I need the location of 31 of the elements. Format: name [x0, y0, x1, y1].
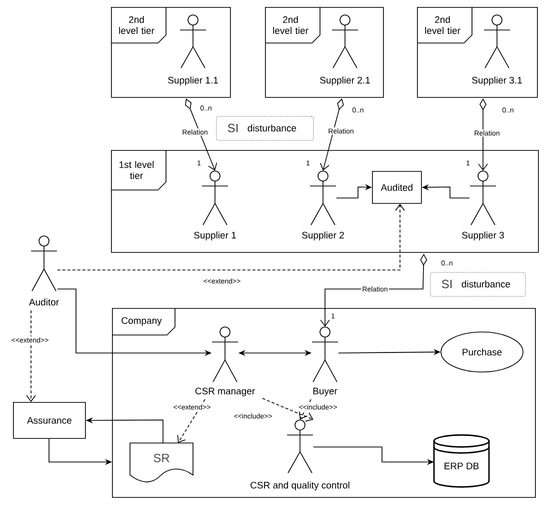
node-label: Supplier 1.1: [168, 76, 218, 86]
connector: [262, 398, 314, 422]
node-label: Supplier 3: [462, 232, 504, 240]
node-label: Auditor: [28, 298, 59, 306]
node-label: Supplier 1: [194, 232, 236, 240]
node-label: Supplier 2.1: [320, 76, 370, 86]
actor: Supplier 2: [302, 170, 344, 240]
connector: [57, 204, 405, 270]
actor: Supplier 1: [194, 170, 236, 240]
connector: [177, 399, 206, 443]
actor: Supplier 2.1: [320, 14, 370, 86]
use-case-box: Audited: [372, 171, 422, 204]
node-label: ERP DB: [444, 462, 479, 470]
connector: [26, 310, 36, 402]
actor: CSR and quality control: [250, 420, 350, 490]
actor: Supplier 3: [462, 170, 504, 240]
note-box: SI disturbance: [216, 116, 314, 141]
node-label: Supplier 2: [302, 232, 344, 240]
actor: CSR manager: [195, 326, 255, 396]
actor: Supplier 3.1: [472, 14, 522, 86]
connector: [298, 399, 312, 420]
node-label: Buyer: [313, 388, 338, 396]
actor: Auditor: [28, 236, 59, 306]
use-case-box: Assurance: [13, 402, 86, 439]
node-label: CSR and quality control: [250, 482, 350, 490]
note-box: SI disturbance: [430, 272, 526, 297]
actor: Supplier 1.1: [168, 14, 218, 86]
database-cylinder: ERP DB: [433, 434, 490, 488]
node-label: Supplier 3.1: [472, 76, 522, 86]
node-label: CSR manager: [195, 388, 255, 396]
actor: Buyer: [312, 326, 338, 396]
